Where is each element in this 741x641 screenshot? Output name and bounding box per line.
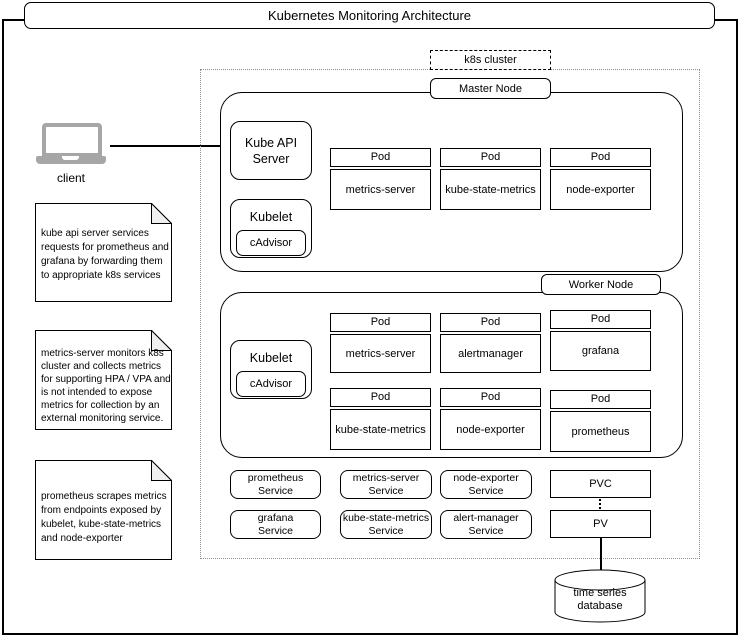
service-kube-state-metrics: kube-state-metrics Service <box>340 510 432 539</box>
client-label: client <box>56 171 85 185</box>
pod-master-kube-state-metrics: Pod kube-state-metrics <box>440 148 541 210</box>
note-text: metrics-server monitors k8s cluster and … <box>41 348 171 424</box>
diagram-title: Kubernetes Monitoring Architecture <box>24 2 715 29</box>
pod-header: Pod <box>440 388 541 407</box>
service-node-exporter: node-exporter Service <box>440 470 532 499</box>
kubelet-label: Kubelet <box>249 210 293 224</box>
note-text: prometheus scrapes metrics from endpoint… <box>41 491 167 544</box>
worker-cadvisor-box: cAdvisor <box>236 371 306 397</box>
pod-name: prometheus <box>550 411 651 452</box>
pvc-box: PVC <box>550 470 651 498</box>
pv-to-db-arrow-line <box>600 538 602 579</box>
note-shape <box>35 329 173 430</box>
laptop-base <box>36 156 106 164</box>
pod-master-node-exporter: Pod node-exporter <box>550 148 651 210</box>
service-grafana: grafana Service <box>230 510 321 539</box>
note-shape <box>35 459 173 560</box>
note-shape <box>35 202 173 302</box>
worker-node-label: Worker Node <box>541 274 661 295</box>
pod-name: metrics-server <box>330 334 431 373</box>
pod-header: Pod <box>550 148 651 167</box>
laptop-screen <box>42 123 102 157</box>
pod-master-metrics-server: Pod metrics-server <box>330 148 431 210</box>
pod-worker-grafana: Pod grafana <box>550 310 651 371</box>
pod-header: Pod <box>440 148 541 167</box>
pod-name: kube-state-metrics <box>330 409 431 450</box>
pod-name: metrics-server <box>330 169 431 210</box>
pod-name: node-exporter <box>440 409 541 450</box>
note-metrics-server: metrics-server monitors k8s cluster and … <box>35 329 173 430</box>
pod-worker-node-exporter: Pod node-exporter <box>440 388 541 450</box>
pod-worker-kube-state-metrics: Pod kube-state-metrics <box>330 388 431 450</box>
pv-box: PV <box>550 510 651 538</box>
pod-name: kube-state-metrics <box>440 169 541 210</box>
pod-name: node-exporter <box>550 169 651 210</box>
database-label: time series database <box>573 587 627 612</box>
service-metrics-server: metrics-server Service <box>340 470 432 499</box>
kube-api-server-box: Kube API Server <box>230 121 312 180</box>
note-prometheus: prometheus scrapes metrics from endpoint… <box>35 459 173 560</box>
pod-header: Pod <box>330 313 431 332</box>
service-prometheus: prometheus Service <box>230 470 321 499</box>
database-cylinder <box>554 569 646 623</box>
laptop-notch <box>62 156 79 160</box>
service-alert-manager: alert-manager Service <box>440 510 532 539</box>
note-kube-api-server: kube api server services requests for pr… <box>35 202 173 302</box>
pod-header: Pod <box>330 388 431 407</box>
pod-header: Pod <box>330 148 431 167</box>
pod-worker-prometheus: Pod prometheus <box>550 390 651 452</box>
pod-name: grafana <box>550 331 651 371</box>
k8s-cluster-label: k8s cluster <box>430 50 551 70</box>
client-to-api-arrow-line <box>110 145 221 147</box>
kubelet-label: Kubelet <box>249 351 293 365</box>
pod-header: Pod <box>440 313 541 332</box>
pvc-pv-connector <box>599 499 601 509</box>
pod-worker-metrics-server: Pod metrics-server <box>330 313 431 373</box>
cylinder-shape <box>554 569 646 623</box>
master-cadvisor-box: cAdvisor <box>236 230 306 256</box>
master-node-label: Master Node <box>430 78 551 99</box>
pod-header: Pod <box>550 310 651 329</box>
note-text: kube api server services requests for pr… <box>41 228 169 281</box>
pod-worker-alertmanager: Pod alertmanager <box>440 313 541 373</box>
pod-header: Pod <box>550 390 651 409</box>
pod-name: alertmanager <box>440 334 541 373</box>
